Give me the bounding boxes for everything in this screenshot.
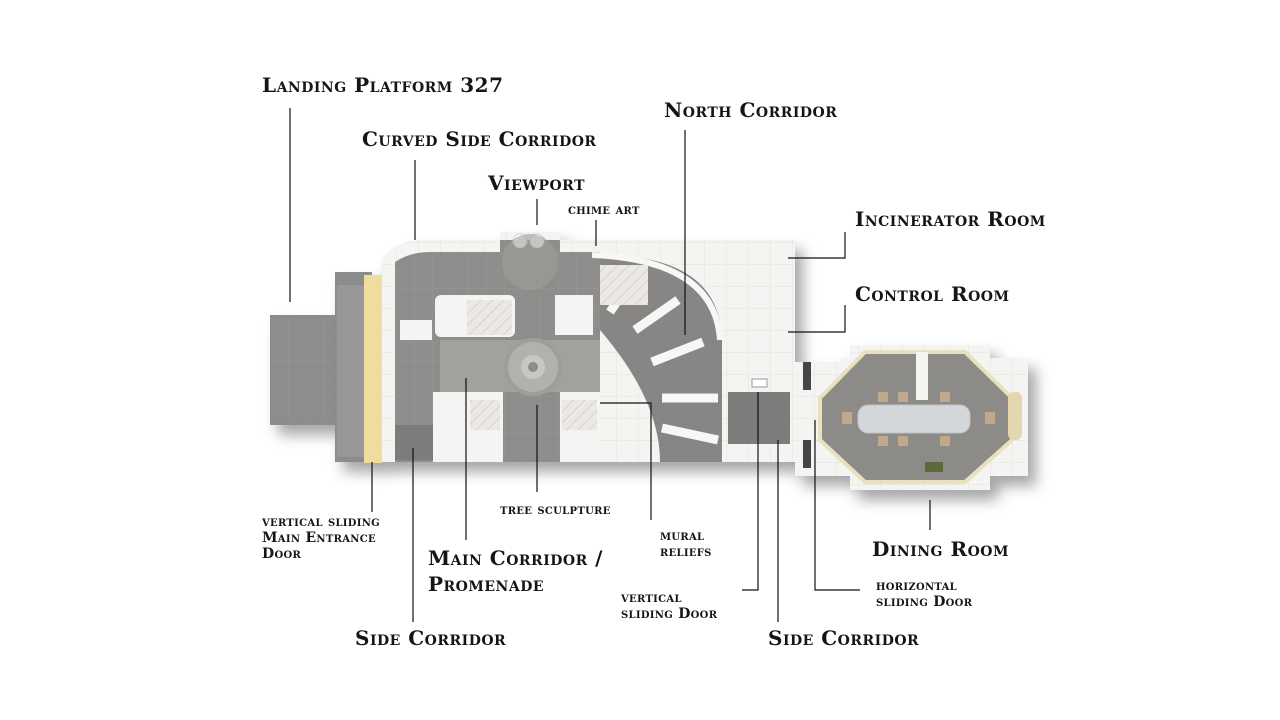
label-control-room: Control Room [855, 282, 1010, 306]
label-main-entrance-door: vertical sliding Main Entrance Door [262, 514, 380, 562]
building-plan [270, 232, 1028, 490]
label-mural-reliefs: mural reliefs [660, 528, 712, 560]
mural-reliefs-line2: reliefs [660, 544, 712, 561]
main-corridor-line1: Main Corridor / [428, 546, 603, 570]
main-entrance-line3: Door [262, 546, 302, 563]
label-viewport: Viewport [488, 171, 585, 195]
horizontal-sliding-line1: horizontal [876, 578, 957, 594]
main-entrance-door-strip [364, 275, 382, 463]
label-curved-side-corridor: Curved Side Corridor [362, 127, 597, 151]
side-corridor-right-floor [728, 392, 790, 444]
vertical-sliding-line2: sliding Door [621, 606, 718, 623]
leader-vertical-sliding-door [742, 392, 759, 591]
leader-mural-reliefs [600, 402, 652, 520]
main-entrance-line1: vertical sliding [262, 514, 381, 530]
main-entrance-line2: Main Entrance [262, 530, 376, 547]
label-side-corridor-right: Side Corridor [768, 626, 920, 650]
leader-horizontal-sliding-door [814, 420, 860, 591]
label-landing-platform: Landing Platform 327 [262, 73, 504, 97]
label-horizontal-sliding-door: horizontal sliding Door [876, 578, 972, 610]
label-vertical-sliding-door: vertical sliding Door [621, 590, 717, 622]
label-main-corridor: Main Corridor / Promenade [428, 545, 603, 597]
label-dining-room: Dining Room [872, 537, 1009, 561]
leader-control-room [788, 305, 846, 333]
leader-lines [289, 108, 931, 622]
label-tree-sculpture: tree sculpture [500, 502, 611, 518]
vertical-sliding-line1: vertical [621, 590, 682, 606]
label-side-corridor-left: Side Corridor [355, 626, 507, 650]
label-chime-art: chime art [568, 202, 640, 218]
label-north-corridor: North Corridor [664, 98, 838, 122]
horizontal-sliding-line2: sliding Door [876, 594, 973, 611]
mural-reliefs-line1: mural [660, 528, 705, 544]
label-incinerator-room: Incinerator Room [855, 207, 1046, 231]
leader-incinerator-room [788, 232, 846, 259]
main-corridor-line2: Promenade [428, 572, 545, 596]
